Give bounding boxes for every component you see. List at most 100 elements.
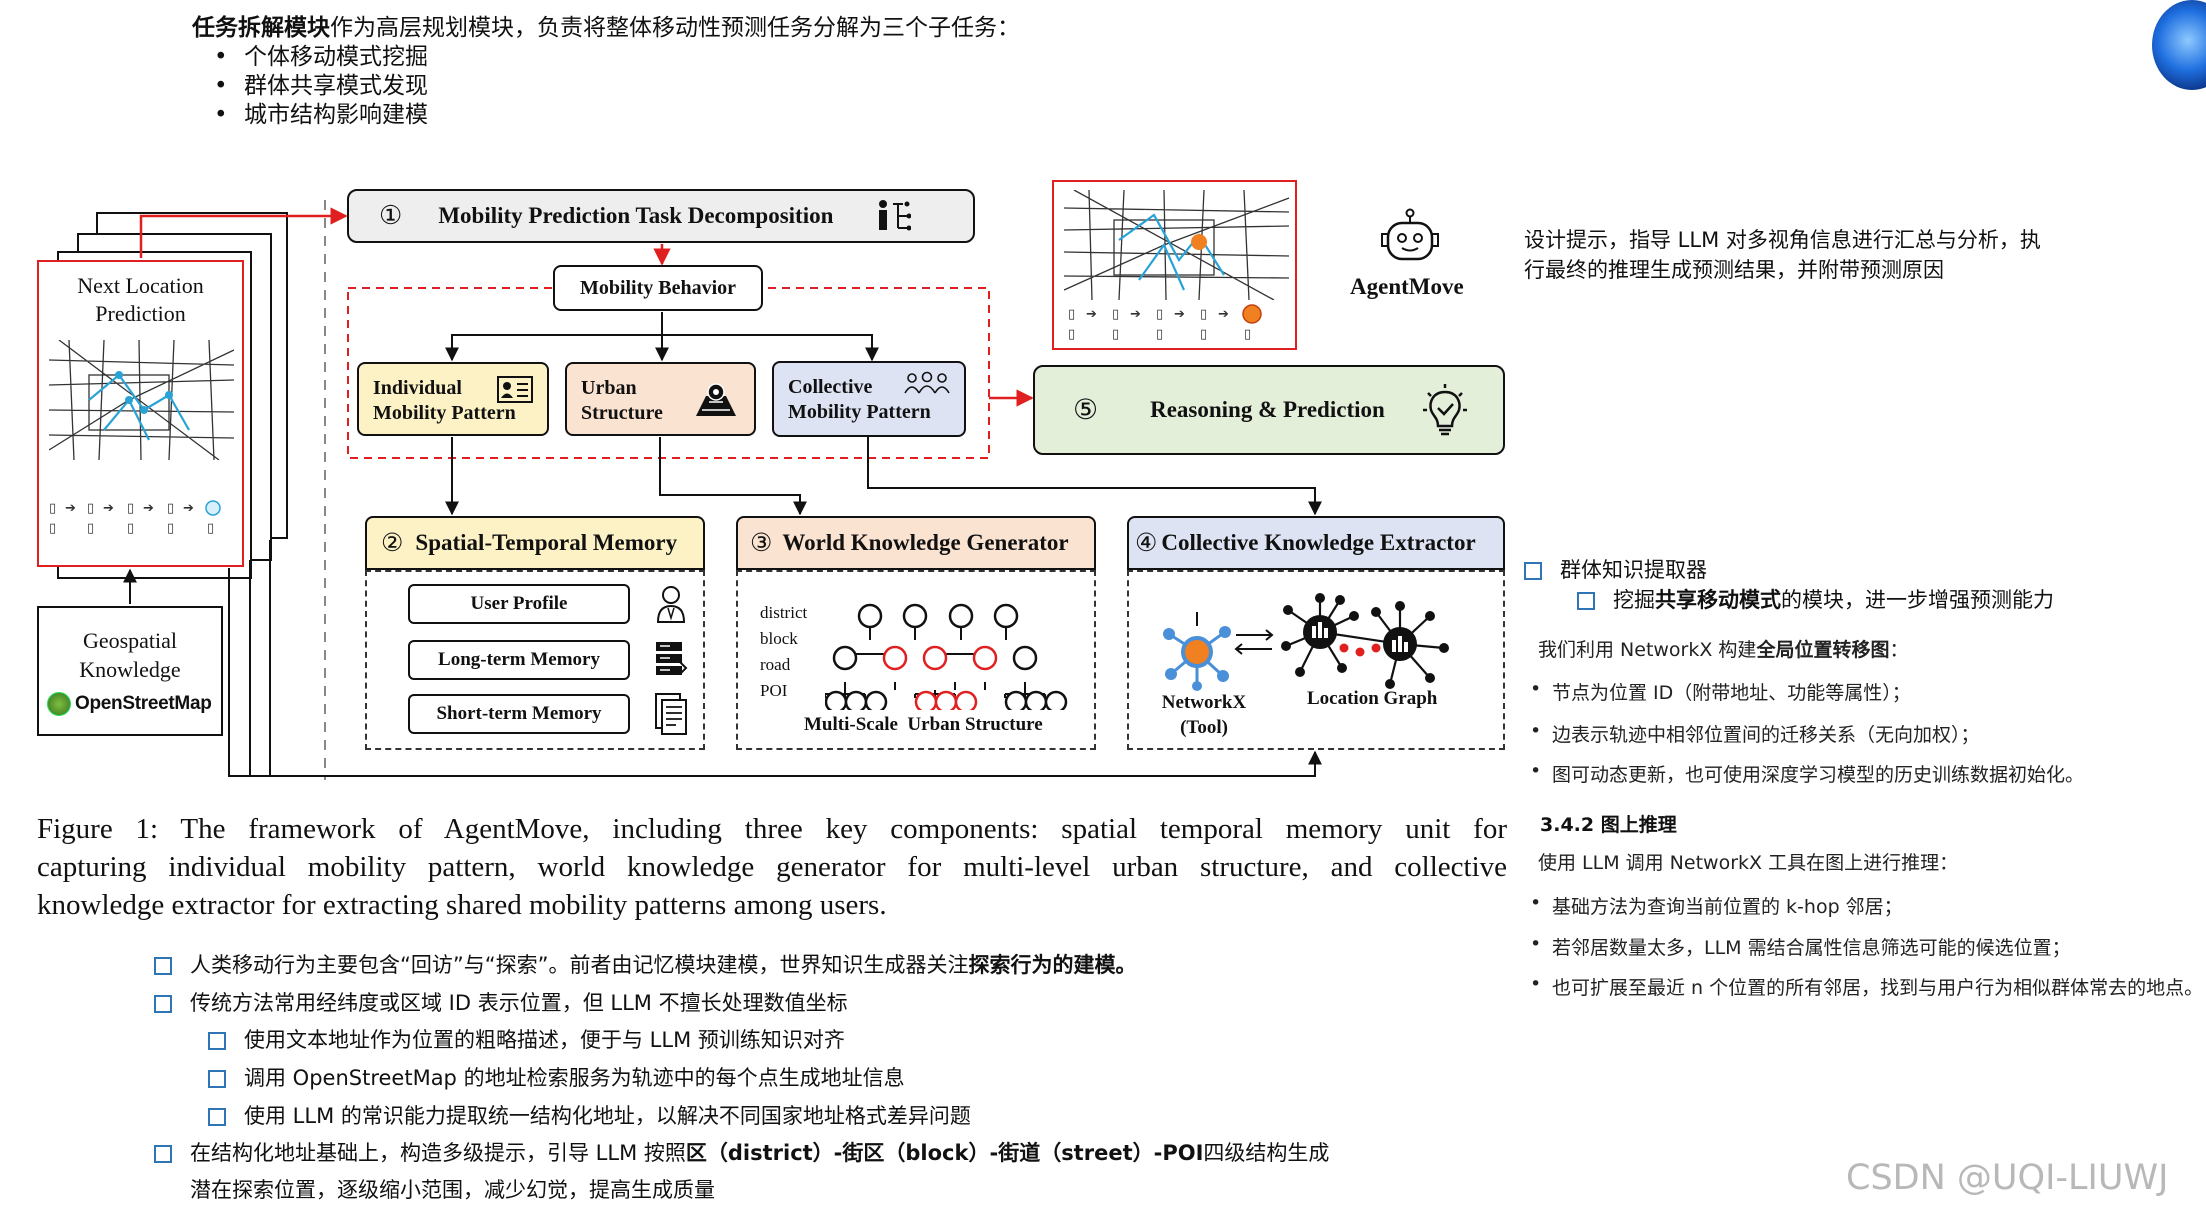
caption-line: knowledge extractor for extracting share… (37, 889, 887, 921)
svg-text:▯: ▯ (207, 520, 214, 535)
checkbox-icon (154, 995, 172, 1013)
task-title: Mobility Prediction Task Decomposition (438, 203, 834, 228)
user-profile-box: User Profile (408, 584, 630, 624)
checkbox-icon (154, 957, 172, 975)
design-tip-line: 设计提示，指导 LLM 对多视角信息进行汇总与分析，执 (1524, 228, 2041, 252)
networkx-label: NetworkX (Tool) (1158, 690, 1250, 740)
map-location-icon (696, 383, 736, 416)
mobility-behavior-label: Mobility Behavior (579, 276, 737, 299)
location-graph-label: Location Graph (1307, 688, 1438, 709)
svg-text:➔: ➔ (1218, 306, 1229, 321)
svg-text:▯: ▯ (1200, 306, 1207, 321)
user-icon (656, 586, 686, 623)
section-heading: 3.4.2 图上推理 (1540, 814, 1677, 836)
short-term-memory-label: Short-term Memory (436, 703, 602, 724)
urban-subtitle: Structure (581, 402, 663, 424)
networkx-tool-icon (1163, 612, 1231, 691)
note-text: 潜在探索位置，逐级缩小范围，减少幻觉，提高生成质量 (190, 1178, 715, 1202)
note-text: 调用 OpenStreetMap 的地址检索服务为轨迹中的每个点生成地址信息 (244, 1066, 905, 1090)
next-location-subtitle: Prediction (95, 301, 186, 326)
stm-title: Spatial-Temporal Memory (415, 530, 678, 555)
right-cb2-row: 挖掘共享移动模式的模块，进一步增强预测能力 (1577, 584, 2054, 614)
openstreetmap-logo-icon (47, 692, 71, 716)
bidirectional-arrow-icon (1234, 629, 1274, 655)
intro-bold: 任务拆解模块 (192, 15, 330, 41)
graph-intro-post: ： (1889, 639, 1909, 661)
trajectory-sequence-icon: ▯▯➔ ▯▯➔ ▯▯➔ ▯▯➔ ▯ (1068, 304, 1262, 341)
figure-caption: Figure 1: The framework of AgentMove, in… (37, 810, 1507, 924)
memory-stack-icon (656, 642, 688, 675)
svg-text:➔: ➔ (103, 500, 114, 515)
svg-text:▯: ▯ (127, 500, 134, 515)
svg-text:➔: ➔ (143, 500, 154, 515)
level-district: district (760, 603, 808, 622)
svg-text:➔: ➔ (183, 500, 194, 515)
note-row: 调用 OpenStreetMap 的地址检索服务为轨迹中的每个点生成地址信息 (208, 1063, 905, 1094)
city-map-icon (49, 340, 234, 460)
cb2-post: 的模块，进一步增强预测能力 (1781, 588, 2054, 612)
osm-label: OpenStreetMap (75, 693, 212, 714)
checkbox-icon (208, 1032, 226, 1050)
note-row: 传统方法常用经纬度或区域 ID 表示位置，但 LLM 不擅长处理数值坐标 (154, 988, 848, 1019)
hierarchy-icon (879, 200, 912, 231)
svg-text:▯: ▯ (167, 520, 174, 535)
design-tip-line: 行最终的推理生成预测结果，并附带预测原因 (1524, 258, 1944, 282)
reasoning-title: Reasoning & Prediction (1150, 397, 1385, 422)
robot-icon (1381, 208, 1439, 261)
note-bold: 区（district）-街区（block）-街道（street）-POI (685, 1141, 1204, 1165)
wkg-number: ③ (750, 530, 773, 557)
intro-bullet: 城市结构影响建模 (214, 101, 1020, 130)
level-poi: POI (760, 681, 788, 700)
level-road: road (760, 655, 791, 674)
trajectory-sequence-icon: ▯▯ ➔ ▯▯ ➔ ▯▯ ➔ ▯▯ ➔ ▯ (49, 500, 221, 535)
svg-text:▯: ▯ (87, 520, 94, 535)
note-row: 使用文本地址作为位置的粗略描述，便于与 LLM 预训练知识对齐 (208, 1025, 845, 1056)
checkbox-icon (1524, 562, 1542, 580)
note-row: 潜在探索位置，逐级缩小范围，减少幻觉，提高生成质量 (190, 1175, 715, 1206)
svg-text:▯: ▯ (49, 520, 56, 535)
group-users-icon (904, 371, 950, 394)
svg-text:▯: ▯ (1156, 326, 1163, 341)
cke-header: ④ Collective Knowledge Extractor (1127, 516, 1505, 570)
checkbox-icon (208, 1108, 226, 1126)
level-block: block (760, 629, 798, 648)
svg-text:▯: ▯ (49, 500, 56, 515)
reason-intro: 使用 LLM 调用 NetworkX 工具在图上进行推理： (1538, 852, 1959, 874)
svg-text:▯: ▯ (1112, 306, 1119, 321)
checkbox-icon (154, 1145, 172, 1163)
urban-hierarchy-tree (825, 603, 1068, 710)
design-tip: 设计提示，指导 LLM 对多视角信息进行汇总与分析，执 行最终的推理生成预测结果… (1524, 225, 2041, 285)
id-card-icon (497, 376, 533, 403)
note-text: 人类移动行为主要包含“回访”与“探索”。前者由记忆模块建模，世界知识生成器关注 (190, 953, 969, 977)
level-labels: district block road POI (760, 600, 807, 704)
svg-text:▯: ▯ (1244, 326, 1251, 341)
intro-bullet: 个体移动模式挖掘 (214, 43, 1020, 72)
reasoning-prediction-box: ⑤ Reasoning & Prediction (1033, 365, 1505, 455)
intro-text: 作为高层规划模块，负责将整体移动性预测任务分解为三个子任务： (330, 15, 1020, 41)
checkbox-icon (1577, 592, 1595, 610)
graph-bullet: 节点为位置 ID（附带地址、功能等属性）； (1530, 678, 1911, 705)
note-text: 使用 LLM 的常识能力提取统一结构化地址，以解决不同国家地址格式差异问题 (244, 1104, 971, 1128)
intro-bullet: 群体共享模式发现 (214, 72, 1020, 101)
geospatial-knowledge-box: Geospatial Knowledge OpenStreetMap (37, 606, 223, 736)
agentmove-label: AgentMove (1350, 274, 1464, 299)
reason-bullet: 也可扩展至最近 n 个位置的所有邻居，找到与用户行为相似群体常去的地点。 (1530, 973, 2203, 1000)
svg-text:▯: ▯ (1112, 326, 1119, 341)
note-text: 使用文本地址作为位置的粗略描述，便于与 LLM 预训练知识对齐 (244, 1028, 845, 1052)
watermark: CSDN @UQI-LIUWJ (1846, 1158, 2169, 1198)
reasoning-number: ⑤ (1073, 395, 1099, 426)
next-location-panel: Next Location Prediction ▯▯ ➔ ▯▯ ➔ ▯▯ ➔ … (37, 260, 244, 567)
note-text: 在结构化地址基础上，构造多级提示，引导 LLM 按照 (190, 1141, 686, 1165)
svg-text:▯: ▯ (1200, 326, 1207, 341)
geo-subtitle: Knowledge (79, 657, 181, 682)
networkx-title: NetworkX (1161, 692, 1247, 713)
user-profile-label: User Profile (470, 593, 568, 614)
caption-line: capturing individual mobility pattern, w… (37, 851, 1507, 883)
svg-text:▯: ▯ (1156, 306, 1163, 321)
reason-bullet: 基础方法为查询当前位置的 k-hop 邻居； (1530, 892, 1903, 919)
graph-bullet: 边表示轨迹中相邻位置间的迁移关系（无向加权）； (1530, 720, 1979, 747)
intro-list: 个体移动模式挖掘 群体共享模式发现 城市结构影响建模 (192, 43, 1020, 130)
cke-title: Collective Knowledge Extractor (1161, 530, 1476, 555)
note-row: 在结构化地址基础上，构造多级提示，引导 LLM 按照区（district）-街区… (154, 1138, 1329, 1169)
collective-title: Collective (788, 376, 873, 398)
